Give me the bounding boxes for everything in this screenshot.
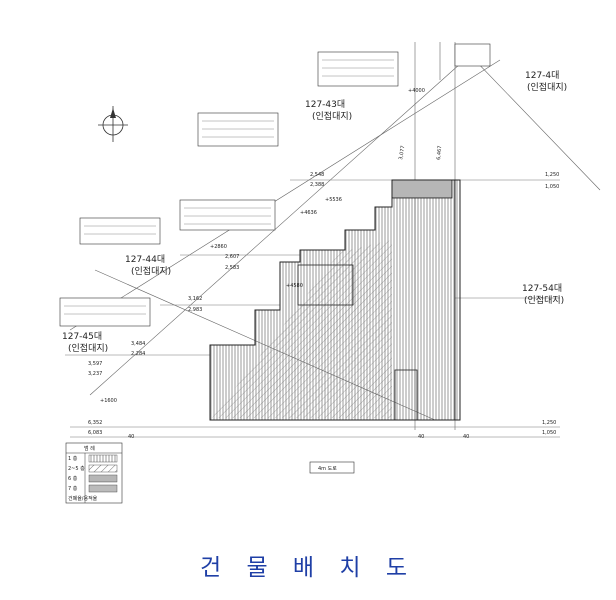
legend-row-3: 6 층 bbox=[68, 475, 78, 482]
north-arrow-icon bbox=[98, 106, 128, 142]
dim-3077: 3,077 bbox=[398, 145, 406, 160]
mark-40-left: 40 bbox=[128, 434, 134, 440]
road-label-box bbox=[309, 461, 355, 474]
legend-swatch-4 bbox=[88, 484, 118, 493]
drawing-title: 건 물 배 치 도 bbox=[199, 555, 417, 581]
dim-6352: 6,352 bbox=[88, 420, 102, 426]
note-box-lines bbox=[64, 59, 394, 315]
legend-row-4: 7 층 bbox=[68, 485, 78, 492]
parcel-127-45-note: (인접대지) bbox=[68, 342, 108, 354]
legend: 범 례 1 층 2~5 층 6 층 7 층 건폐율/용적율 bbox=[65, 442, 123, 504]
elev-5536: +5536 bbox=[325, 197, 342, 203]
parcel-127-4-name: 127-4대 bbox=[525, 70, 559, 81]
dim-2607: 2,607 bbox=[225, 254, 239, 260]
dim-2388: 2,388 bbox=[310, 182, 324, 188]
level-lines bbox=[65, 179, 560, 438]
road-label: 4m 도로 bbox=[318, 466, 337, 472]
elev-2860: +2860 bbox=[210, 244, 227, 250]
parcel-127-44-name: 127-44대 bbox=[125, 254, 165, 265]
legend-swatch-1 bbox=[88, 454, 118, 463]
parcel-127-4-note: (인접대지) bbox=[527, 81, 567, 93]
dim-3162: 3,162 bbox=[188, 296, 202, 302]
dim-3484: 3,484 bbox=[131, 341, 145, 347]
parcel-127-54-note: (인접대지) bbox=[524, 294, 564, 306]
legend-row-5: 건폐율/용적율 bbox=[68, 495, 98, 502]
elev-1600: +1600 bbox=[100, 398, 117, 404]
parcel-127-45-name: 127-45대 bbox=[62, 331, 102, 342]
dim-right-1050: 1,050 bbox=[545, 184, 559, 190]
parcel-127-43-note: (인접대지) bbox=[312, 110, 352, 122]
dim-6083: 6,083 bbox=[88, 430, 102, 436]
mark-40-mid: 40 bbox=[418, 434, 424, 440]
dim-3597: 3,597 bbox=[88, 361, 102, 367]
legend-swatch-3 bbox=[88, 474, 118, 483]
parcel-127-43-name: 127-43대 bbox=[305, 99, 345, 110]
elev-4636: +4636 bbox=[300, 210, 317, 216]
legend-row-1: 1 층 bbox=[68, 455, 78, 462]
mark-40-right: 40 bbox=[463, 434, 469, 440]
dim-3237: 3,237 bbox=[88, 371, 102, 377]
parcel-127-44-note: (인접대지) bbox=[131, 265, 171, 277]
dim-6467: 6,467 bbox=[436, 145, 443, 160]
elev-4580: +4580 bbox=[286, 283, 303, 289]
parcel-127-54-name: 127-54대 bbox=[522, 283, 562, 294]
legend-header: 범 례 bbox=[84, 445, 95, 452]
dim-2583: 2,583 bbox=[225, 265, 239, 271]
building-footprint bbox=[209, 179, 461, 421]
dim-2983: 2,983 bbox=[188, 307, 202, 313]
legend-row-2: 2~5 층 bbox=[68, 465, 85, 472]
dim-right-bottom-1250: 1,250 bbox=[542, 420, 556, 426]
legend-swatch-2 bbox=[88, 464, 118, 473]
dim-right-bottom-1050: 1,050 bbox=[542, 430, 556, 436]
elev-4000: +4000 bbox=[408, 88, 425, 94]
dim-2548: 2,548 bbox=[310, 172, 324, 178]
note-boxes bbox=[59, 43, 491, 327]
dim-2284: 2,284 bbox=[131, 351, 145, 357]
dim-right-1250: 1,250 bbox=[545, 172, 559, 178]
